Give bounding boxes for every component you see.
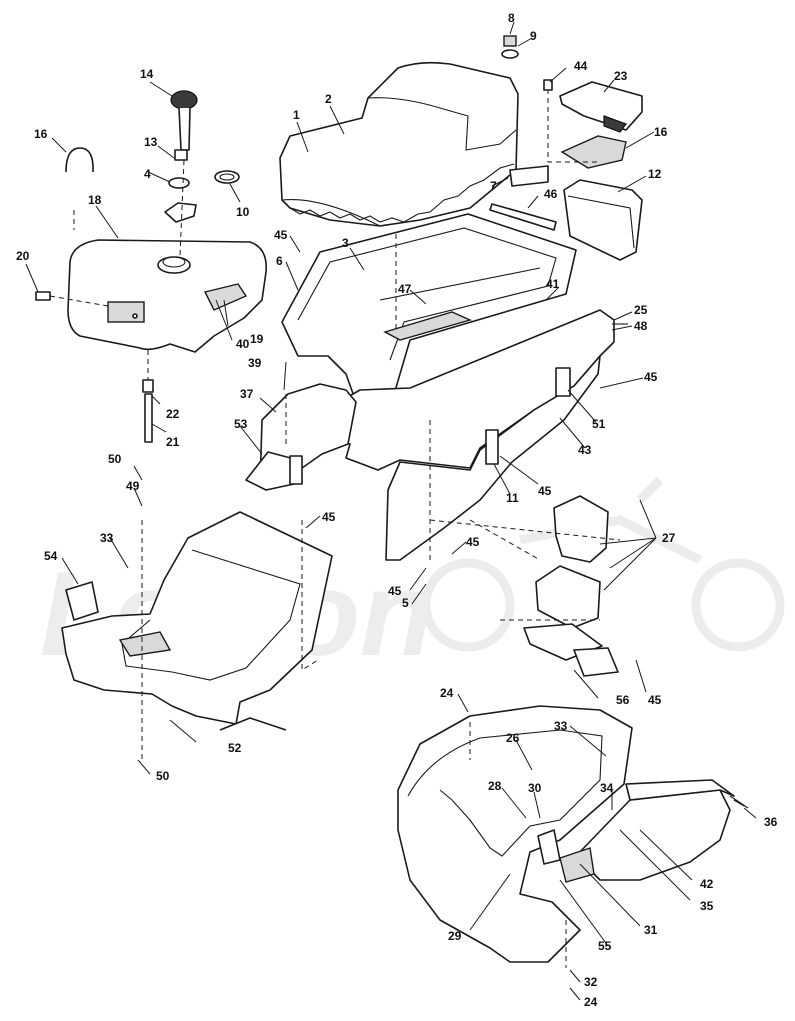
callout-12: 12 (648, 167, 662, 181)
callout-43: 43 (578, 443, 592, 457)
callout-27: 27 (662, 531, 676, 545)
callout-1: 1 (293, 108, 300, 122)
callout-14: 14 (140, 67, 154, 81)
battery-box (547, 80, 643, 261)
callout-51: 51 (592, 417, 606, 431)
callout-23: 23 (614, 69, 628, 83)
callout-7: 7 (490, 179, 497, 193)
callout-35: 35 (700, 899, 714, 913)
callout-13: 13 (144, 135, 158, 149)
callout-32: 32 (584, 975, 598, 989)
callout-25: 25 (634, 303, 648, 317)
callout-9: 9 (530, 29, 537, 43)
washers (164, 170, 240, 223)
nose-cone (397, 705, 735, 963)
callout-24a: 24 (440, 686, 454, 700)
callout-44: 44 (574, 59, 588, 73)
strap (489, 165, 557, 231)
callout-6: 6 (276, 254, 283, 268)
callout-2: 2 (325, 92, 332, 106)
callout-36: 36 (764, 815, 778, 829)
callout-29: 29 (448, 929, 462, 943)
callout-30: 30 (528, 781, 542, 795)
hinge-plates (523, 495, 619, 677)
callout-48: 48 (634, 319, 648, 333)
callout-39: 39 (248, 356, 262, 370)
callout-21: 21 (166, 435, 180, 449)
callout-45d: 45 (322, 510, 336, 524)
mount-bracket (65, 581, 99, 621)
callout-5: 5 (402, 596, 409, 610)
callout-10: 10 (236, 205, 250, 219)
hood-panel (245, 383, 357, 491)
callout-45g: 45 (648, 693, 662, 707)
bellypan (61, 511, 333, 731)
leader-lines (25, 21, 757, 1001)
callout-45b: 45 (644, 370, 658, 384)
callout-37: 37 (240, 387, 254, 401)
callout-31: 31 (644, 923, 658, 937)
callout-40: 40 (236, 337, 250, 351)
callout-8: 8 (508, 11, 515, 25)
callout-20: 20 (16, 249, 30, 263)
callout-45a: 45 (274, 228, 288, 242)
pin (729, 795, 749, 809)
callout-33a: 33 (100, 531, 114, 545)
callout-50b: 50 (156, 769, 170, 783)
cap-screw (501, 35, 553, 91)
callout-28: 28 (488, 779, 502, 793)
callout-53: 53 (234, 417, 248, 431)
callout-50a: 50 (108, 452, 122, 466)
callout-41: 41 (546, 277, 560, 291)
callout-42: 42 (700, 877, 714, 891)
callout-24b: 24 (584, 995, 598, 1009)
callout-34: 34 (600, 781, 614, 795)
fuel-valve (142, 379, 154, 443)
seat-cushion (279, 61, 519, 227)
callout-16b: 16 (654, 125, 668, 139)
fuel-tank (67, 239, 267, 353)
callout-16a: 16 (34, 127, 48, 141)
seat-base (281, 213, 577, 409)
fuel-fitting (35, 291, 109, 307)
hose-clip (65, 147, 94, 173)
callout-3: 3 (342, 236, 349, 250)
callout-labels: 1 2 3 4 5 6 7 8 9 10 11 12 13 14 16 16 1… (16, 11, 778, 1009)
callout-33b: 33 (554, 719, 568, 733)
assembly-guides (73, 159, 621, 968)
callout-19: 19 (250, 332, 264, 346)
callout-45e: 45 (466, 535, 480, 549)
callout-4: 4 (144, 167, 151, 181)
frame-pan (317, 309, 628, 561)
callout-26: 26 (506, 731, 520, 745)
callout-47: 47 (398, 282, 412, 296)
callout-54: 54 (44, 549, 58, 563)
callout-11: 11 (506, 491, 519, 505)
callout-49: 49 (126, 479, 140, 493)
callout-46: 46 (544, 187, 558, 201)
callout-56: 56 (616, 693, 630, 707)
callout-45c: 45 (538, 484, 552, 498)
callout-18: 18 (88, 193, 102, 207)
fuel-cap (170, 90, 198, 161)
callout-22: 22 (166, 407, 180, 421)
callout-52: 52 (228, 741, 242, 755)
callout-45f: 45 (388, 584, 402, 598)
callout-55: 55 (598, 939, 612, 953)
